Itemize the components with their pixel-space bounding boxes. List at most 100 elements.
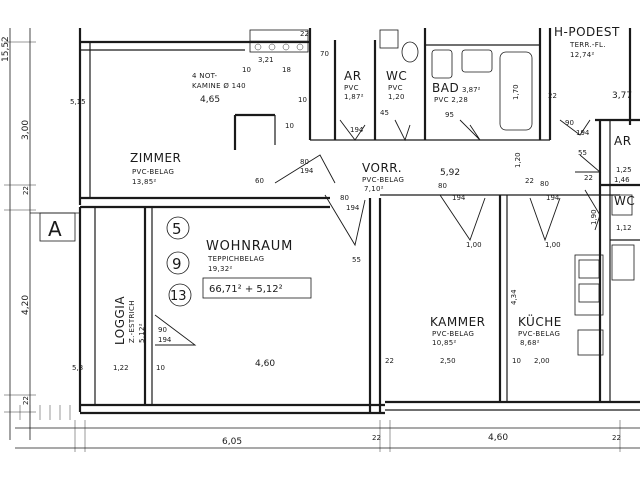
section-marker: A <box>30 212 80 242</box>
dim-90-b: 90 <box>565 119 574 127</box>
loggia-floor: Z.-ESTRICH <box>128 300 136 343</box>
ar-area: 1,87² <box>344 93 364 101</box>
dim-5-8: 5,8 <box>72 364 83 372</box>
dim-2-00: 2,00 <box>534 357 550 365</box>
fixtures <box>249 29 635 356</box>
dim-22-bottom-right: 22 <box>612 434 621 442</box>
circle-9: 9 <box>172 255 182 273</box>
wc-right-name: WC <box>614 194 635 208</box>
zimmer-area: 13,85² <box>132 178 157 186</box>
ar-right-name: AR <box>614 134 632 148</box>
dim-22-bottom-mid: 22 <box>372 434 381 442</box>
dim-55-a: 55 <box>352 256 361 264</box>
dim-2-50: 2,50 <box>440 357 456 365</box>
dim-194-b: 194 <box>346 204 360 212</box>
kammer-area: 10,85² <box>432 339 457 347</box>
dim-1-20: 1,20 <box>514 152 522 168</box>
dim-4-60-bottom: 4,60 <box>488 433 508 443</box>
dim-22-mid: 22 <box>385 357 394 365</box>
total-area-box <box>202 277 312 299</box>
ar-floor: PVC <box>344 84 359 92</box>
dim-194-d: 194 <box>452 194 466 202</box>
walls <box>78 28 640 415</box>
kammer-name: KAMMER <box>430 315 486 329</box>
dim-4-65: 4,65 <box>200 95 220 105</box>
wohnraum-area: 19,32² <box>208 265 233 273</box>
dim-18: 18 <box>282 66 291 74</box>
dim-80-a: 80 <box>300 158 309 166</box>
dim-10-a: 10 <box>298 96 307 104</box>
dimension-texts: 15,52 3,00 22 4,20 22 4,34 1,20 1,70 1,9… <box>1 30 632 447</box>
circle-5: 5 <box>172 220 182 238</box>
dim-4-60-mid: 4,60 <box>255 359 275 369</box>
dimension-lines <box>4 28 640 452</box>
dim-60: 60 <box>255 177 264 185</box>
notkamine-label2: KAMINE Ø 140 <box>192 82 246 90</box>
bad-name: BAD <box>432 81 459 95</box>
dim-22-top: 22 <box>548 92 557 100</box>
dim-90: 90 <box>158 326 167 334</box>
vorraum-name: VORR. <box>362 161 402 175</box>
room-labels: ZIMMER PVC-BELAG 13,85² WOHNRAUM TEPPICH… <box>113 25 635 347</box>
loggia-area: 5,12² <box>138 323 146 343</box>
dim-194-g: 194 <box>576 129 590 137</box>
kammer-floor: PVC-BELAG <box>432 330 474 338</box>
vorraum-floor: PVC-BELAG <box>362 176 404 184</box>
total-area: 66,71² + 5,12² <box>209 284 283 295</box>
dim-6-05: 6,05 <box>222 437 242 447</box>
dim-22-bottom-left: 22 <box>22 396 30 405</box>
zimmer-name: ZIMMER <box>130 151 181 165</box>
podest-floor: TERR.-FL. <box>569 41 606 49</box>
doors <box>154 114 602 346</box>
kueche-name: KÜCHE <box>518 313 562 329</box>
dim-1-00-a: 1,00 <box>466 241 482 249</box>
wc-floor: PVC <box>388 84 403 92</box>
dim-22-rr: 22 <box>525 177 534 185</box>
dim-22-top2: 22 <box>300 30 309 38</box>
circle-markers: 5 9 13 <box>166 216 192 307</box>
dim-5-15: 5,15 <box>70 98 86 106</box>
dim-1-46: 1,46 <box>614 176 630 184</box>
dim-55-b: 55 <box>578 149 587 157</box>
dim-194-c: 194 <box>158 336 172 344</box>
dim-45: 45 <box>380 109 389 117</box>
bad-floor: PVC 2,28 <box>434 96 468 104</box>
ar-name: AR <box>344 69 362 83</box>
dim-4-34: 4,34 <box>510 289 518 305</box>
podest-area: 12,74² <box>570 51 595 59</box>
dim-10-e: 10 <box>242 66 251 74</box>
dim-10-c: 10 <box>156 364 165 372</box>
zimmer-floor: PVC-BELAG <box>132 168 174 176</box>
section-a-label: A <box>48 217 62 241</box>
wohnraum-floor: TEPPICHBELAG <box>207 255 264 263</box>
dim-3-00: 3,00 <box>21 120 31 140</box>
kueche-area: 8,68² <box>520 339 540 347</box>
dim-70: 70 <box>320 50 329 58</box>
dim-80-b: 80 <box>340 194 349 202</box>
dim-95: 95 <box>445 111 454 119</box>
wc-area: 1,20 <box>388 93 405 101</box>
ar-right-area: 1,25 <box>616 166 632 174</box>
dim-194-a: 194 <box>300 167 314 175</box>
dim-15-52: 15,52 <box>1 36 11 62</box>
wc-name: WC <box>386 69 407 83</box>
circle-13: 13 <box>170 289 187 304</box>
dim-5-92: 5,92 <box>440 168 460 178</box>
loggia-name: LOGGIA <box>113 296 127 345</box>
dim-80-c: 80 <box>438 182 447 190</box>
bad-area: 3,87² <box>462 86 481 94</box>
wohnraum-name: WOHNRAUM <box>206 239 293 254</box>
notkamine-label: 4 NOT- <box>192 72 218 80</box>
dim-3-77: 3,77 <box>612 91 632 101</box>
wc-right-area: 1,12 <box>616 224 632 232</box>
dim-80-d: 80 <box>540 180 549 188</box>
dim-194-e: 194 <box>350 126 364 134</box>
dim-1-90: 1,90 <box>590 209 598 225</box>
kueche-floor: PVC-BELAG <box>518 330 560 338</box>
vorraum-area: 7,10² <box>364 185 384 193</box>
dim-321: 3,21 <box>258 56 274 64</box>
dim-1-70: 1,70 <box>512 84 520 100</box>
dim-22-r: 22 <box>584 174 593 182</box>
podest-name: H-PODEST <box>554 25 620 39</box>
